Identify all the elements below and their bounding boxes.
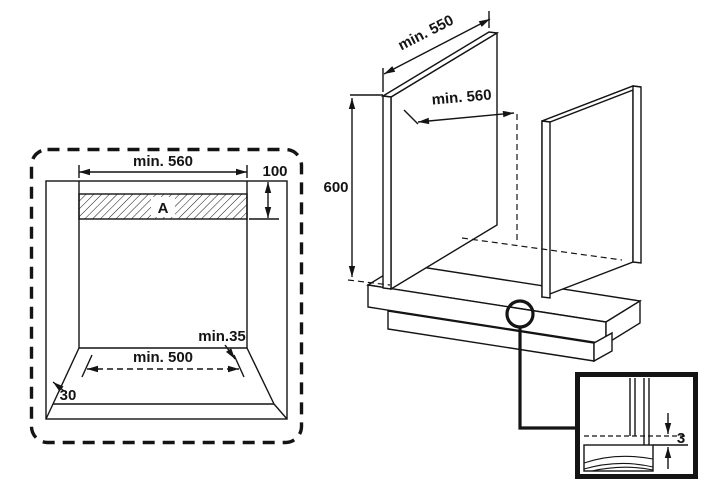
dim-opening-width: min. 560 — [78, 153, 248, 178]
dim-base-depth: min. 500 — [81, 349, 245, 378]
dim-gap: 3 — [664, 413, 685, 469]
top-clearance-label: 100 — [262, 163, 287, 180]
dim-width: min. 560 — [403, 86, 515, 125]
vent-area-hatch: A — [78, 193, 248, 220]
detail-leader-line — [518, 327, 578, 430]
left-side-panel — [380, 31, 500, 291]
wood-section — [583, 444, 688, 472]
depth-label: min. 550 — [395, 12, 456, 54]
gap-label: 3 — [677, 430, 685, 447]
detail-view: 3 — [575, 372, 698, 479]
width-label: min. 560 — [431, 86, 492, 108]
note-side-offset: 30 — [52, 381, 77, 404]
side-offset-label: 30 — [60, 387, 77, 404]
iso-view: 600 min. 550 min. 560 — [323, 11, 642, 430]
opening-width-label: min. 560 — [133, 153, 193, 170]
vent-area-label: A — [158, 200, 169, 217]
plinth — [387, 310, 613, 363]
dim-top-clearance: 100 — [249, 163, 288, 220]
detail-box — [575, 372, 698, 479]
dim-height: 600 — [323, 94, 383, 277]
panel-section-lines — [629, 378, 650, 445]
height-label: 600 — [323, 179, 348, 196]
front-view: A min. 560 100 min. 500 min.35 30 — [29, 147, 304, 445]
hidden-edges — [347, 114, 623, 286]
base-depth-label: min. 500 — [133, 349, 193, 366]
dashed-frame — [29, 147, 304, 445]
right-side-panel — [541, 84, 642, 299]
front-edge-min-label: min.35 — [198, 328, 246, 345]
note-front-edge: min.35 — [198, 328, 246, 360]
